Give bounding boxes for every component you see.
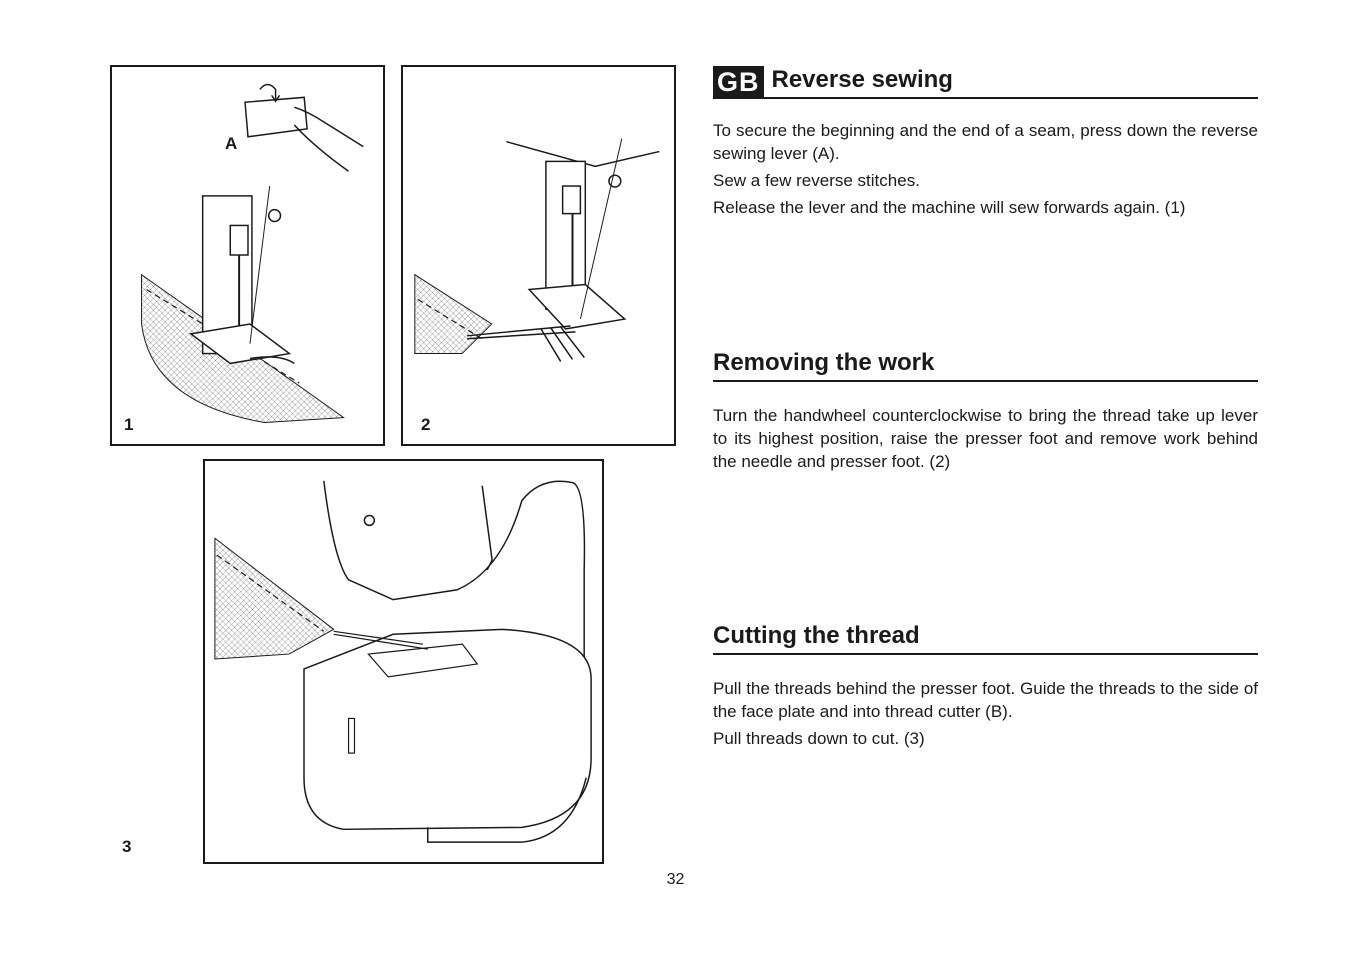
section-heading: Removing the work	[713, 349, 1258, 382]
section-cutting-thread: Cutting the thread Pull the threads behi…	[713, 622, 1258, 750]
figure-1-illustration	[141, 83, 364, 424]
section-title: Removing the work	[713, 349, 935, 376]
figure-2-number: 2	[421, 415, 431, 434]
section-heading: GB Reverse sewing	[713, 66, 1258, 99]
figure-1: A 1	[110, 65, 385, 446]
paragraph: To secure the beginning and the end of a…	[713, 121, 1258, 163]
figure-3-number: 3	[122, 837, 132, 856]
section-title: Reverse sewing	[771, 66, 953, 93]
paragraph: Pull the threads behind the presser foot…	[713, 679, 1258, 721]
figure-3-illustration	[214, 480, 592, 843]
language-badge: GB	[713, 66, 764, 98]
section-heading: Cutting the thread	[713, 622, 1258, 655]
section-title: Cutting the thread	[713, 622, 920, 649]
figure-1-callout-a: A	[225, 134, 238, 153]
paragraph: Pull threads down to cut. (3)	[713, 729, 925, 748]
section-removing-work: Removing the work Turn the handwheel cou…	[713, 349, 1258, 473]
section-reverse-sewing: GB Reverse sewing To secure the beginnin…	[713, 66, 1258, 219]
paragraph: Release the lever and the machine will s…	[713, 198, 1186, 217]
paragraph: Sew a few reverse stitches.	[713, 171, 920, 190]
figure-1-number: 1	[124, 415, 134, 434]
page-number: 32	[666, 871, 685, 888]
figure-3	[203, 459, 604, 864]
paragraph: Turn the handwheel counterclockwise to b…	[713, 406, 1258, 471]
figure-2: 2	[401, 65, 676, 446]
figure-2-illustration	[414, 138, 660, 362]
